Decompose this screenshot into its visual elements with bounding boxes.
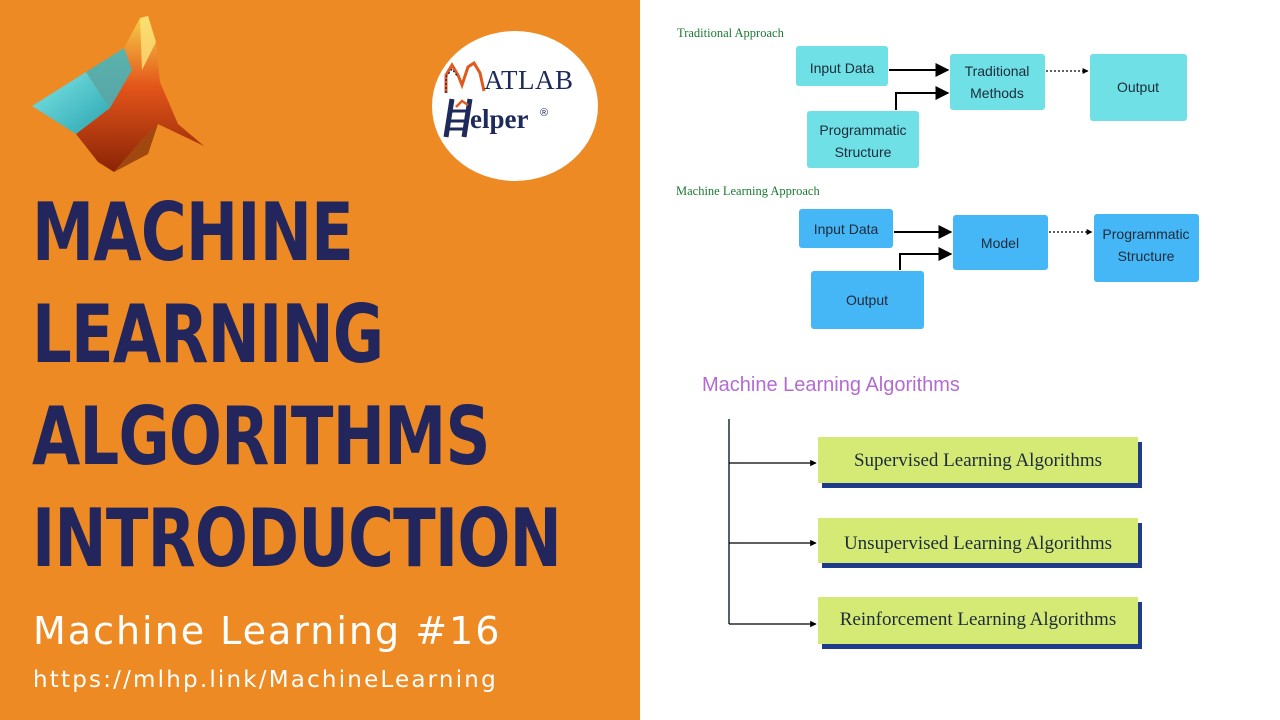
ml-output-box: Output — [811, 271, 924, 329]
unsupervised-branch: Unsupervised Learning Algorithms — [729, 518, 1142, 568]
trad-structure-text-1: Programmatic — [819, 122, 906, 138]
ml-structure-box: Programmatic Structure — [1094, 214, 1199, 282]
left-panel: ATLAB elper ® MACHINE LEARNING ALGORITHM… — [0, 0, 640, 720]
trad-methods-text-2: Methods — [970, 85, 1024, 101]
thumbnail-title: MACHINE LEARNING ALGORITHMS INTRODUCTION — [32, 182, 632, 590]
matlab-m-wave-icon — [444, 60, 486, 93]
ml-structure-text-1: Programmatic — [1102, 226, 1189, 242]
diagram-panel: Traditional Approach Input Data Traditio… — [676, 26, 1199, 649]
trad-output-text: Output — [1117, 79, 1159, 95]
ml-approach-label: Machine Learning Approach — [676, 184, 820, 198]
title-line-1: MACHINE — [32, 186, 354, 279]
algorithms-title: Machine Learning Algorithms — [702, 374, 960, 396]
trad-structure-box: Programmatic Structure — [807, 111, 919, 168]
helper-ladder-icon — [443, 98, 473, 138]
trad-output-box: Output — [1090, 54, 1187, 121]
unsupervised-label: Unsupervised Learning Algorithms — [844, 533, 1112, 554]
traditional-approach-label: Traditional Approach — [677, 26, 785, 40]
trad-structure-arrow — [895, 86, 950, 110]
ml-input-box: Input Data — [799, 209, 893, 248]
trad-input-text: Input Data — [810, 60, 875, 76]
trad-input-box: Input Data — [796, 46, 888, 86]
brand-text-elper: elper — [470, 104, 529, 134]
reinforcement-branch: Reinforcement Learning Algorithms — [729, 597, 1142, 649]
trad-methods-box: Traditional Methods — [950, 54, 1045, 110]
ml-structure-text-2: Structure — [1118, 248, 1175, 264]
series-url: https://mlhp.link/MachineLearning — [33, 667, 498, 693]
matlab-helper-badge: ATLAB elper ® — [432, 31, 598, 181]
title-line-4: INTRODUCTION — [32, 492, 562, 585]
title-line-2: LEARNING — [32, 288, 384, 381]
registered-mark: ® — [540, 107, 549, 119]
reinforcement-label: Reinforcement Learning Algorithms — [840, 609, 1116, 630]
ml-model-text: Model — [981, 235, 1019, 251]
trad-methods-text-1: Traditional — [965, 63, 1030, 79]
ml-output-arrow — [899, 247, 953, 270]
supervised-branch: Supervised Learning Algorithms — [729, 437, 1142, 488]
matlab-membrane-icon — [32, 16, 204, 172]
series-subtitle: Machine Learning #16 — [33, 609, 502, 653]
trad-structure-text-2: Structure — [835, 144, 892, 160]
ml-output-text: Output — [846, 292, 888, 308]
brand-text-atlab: ATLAB — [484, 65, 574, 95]
ml-model-box: Model — [953, 215, 1048, 270]
ml-input-text: Input Data — [814, 221, 879, 237]
supervised-label: Supervised Learning Algorithms — [854, 450, 1102, 471]
title-line-3: ALGORITHMS — [32, 390, 490, 483]
